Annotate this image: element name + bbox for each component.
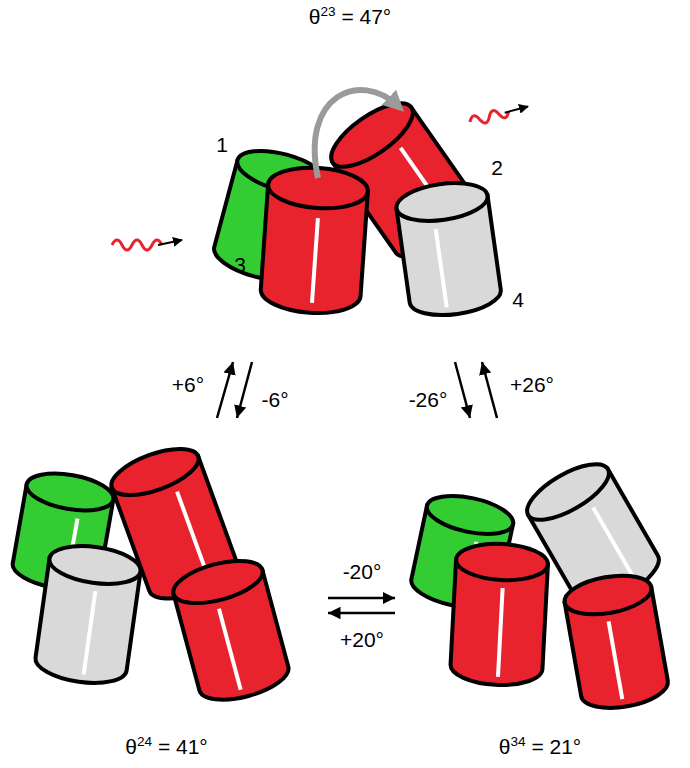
helix-cylinder <box>450 542 549 688</box>
helix-cylinder <box>562 570 671 714</box>
emission-wave <box>112 240 162 250</box>
equilibrium-arrow <box>328 597 395 600</box>
equilibrium-arrow <box>237 362 252 418</box>
transfer-arrow <box>315 90 398 178</box>
helix-number: 4 <box>510 288 526 311</box>
angle-change-label: +26° <box>508 373 556 396</box>
state-angle-label: θ34 = 21° <box>499 734 582 759</box>
state-node: θ34 = 21° <box>395 418 685 765</box>
helix-number: 1 <box>214 133 230 156</box>
helix-number: 2 <box>489 156 505 179</box>
equilibrium-arrow <box>328 612 395 615</box>
helix-cylinder <box>394 178 503 321</box>
equilibrium-arrow <box>217 362 233 418</box>
angle-change-label: -6° <box>259 388 290 411</box>
equilibrium-arrow <box>455 362 470 418</box>
helix-cylinder <box>33 541 143 688</box>
angle-change-label: +6° <box>170 373 206 396</box>
state-node: θ23 = 47° <box>150 0 550 362</box>
equilibrium-arrow <box>482 362 497 418</box>
emission-arrow <box>158 240 182 245</box>
emission-arrow <box>505 106 528 112</box>
helix-cylinder <box>169 553 293 708</box>
angle-change-label: -26° <box>407 388 450 411</box>
emission-wave <box>469 107 510 127</box>
state-angle-label: θ24 = 41° <box>125 734 208 759</box>
helix-cylinder <box>259 165 369 317</box>
state-node: θ24 = 41° <box>5 418 328 765</box>
angle-change-label: -20° <box>341 560 384 583</box>
state-angle-label: θ23 = 47° <box>309 4 392 29</box>
angle-change-label: +20° <box>338 628 386 651</box>
helix-number: 3 <box>232 253 248 276</box>
